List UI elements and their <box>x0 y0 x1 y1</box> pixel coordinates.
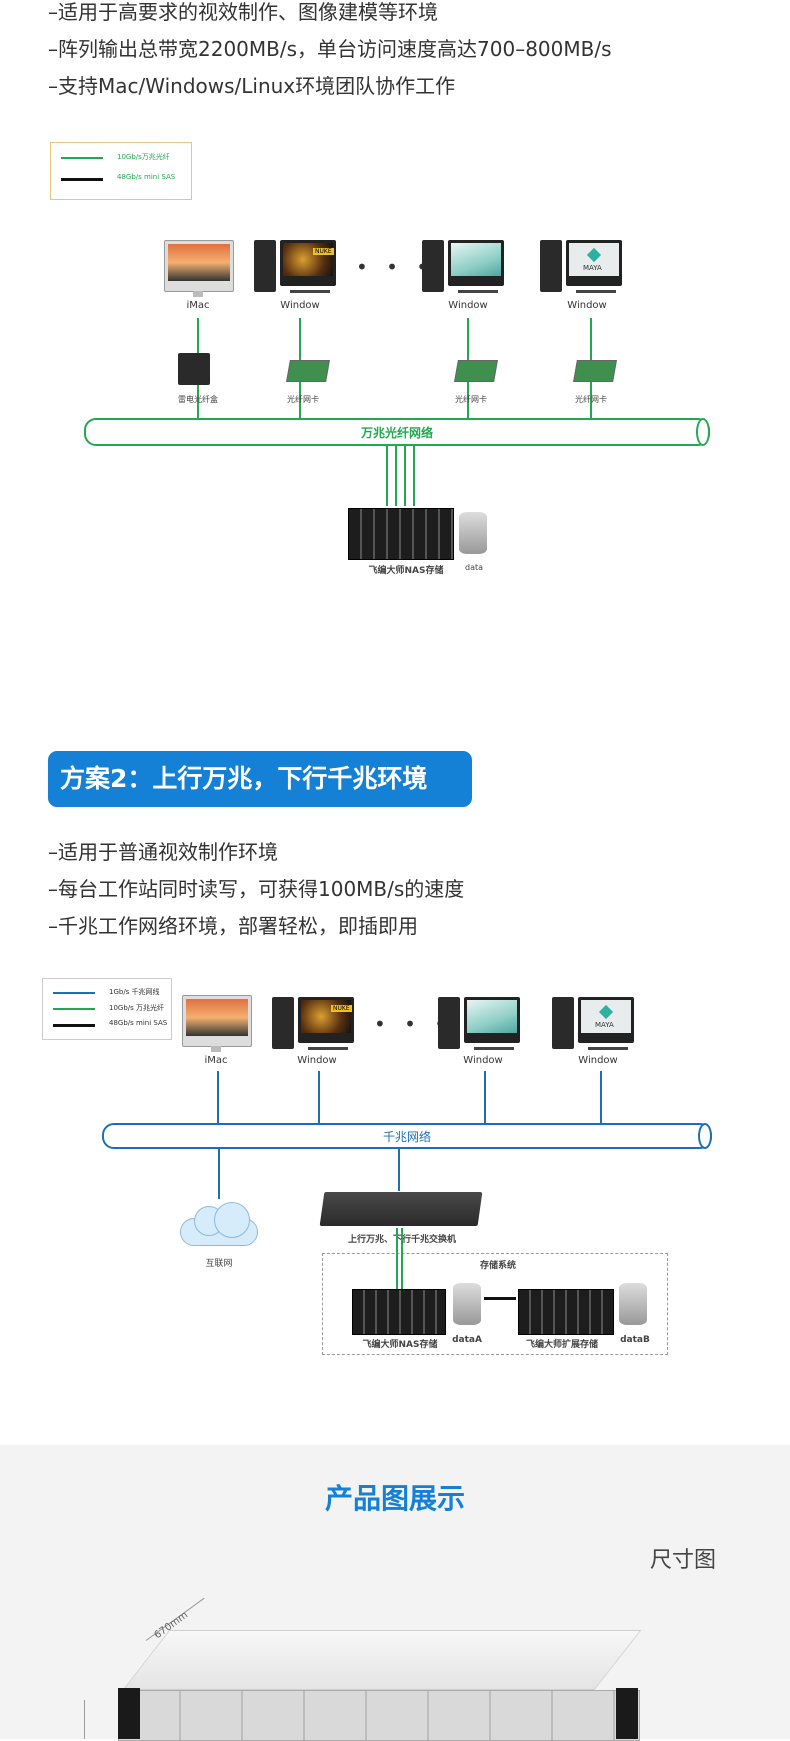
solution-2-badge: 方案2：上行万兆，下行千兆环境 <box>48 751 472 807</box>
legend-gigabit-label: 1Gb/s 千兆网线 <box>109 988 160 996</box>
fiber-network-pipe: 万兆光纤网络 <box>84 418 710 446</box>
monitor-icon <box>448 240 504 286</box>
client-label: Window <box>567 300 607 311</box>
tower-icon <box>552 997 574 1049</box>
gigabit-link <box>318 1071 320 1123</box>
maya-label: MAYA <box>595 1021 614 1029</box>
nas-storage-icon <box>348 508 454 560</box>
network-card-icon <box>454 360 498 382</box>
tower-icon <box>438 997 460 1049</box>
gigabit-link <box>484 1071 486 1123</box>
network-label: 万兆光纤网络 <box>360 426 433 440</box>
database-icon <box>453 1283 481 1325</box>
storage-label: 飞编大师NAS存储 <box>368 566 444 576</box>
rack-ear-left <box>118 1688 140 1739</box>
client-label: Window <box>297 1055 337 1066</box>
database-icon <box>619 1283 647 1325</box>
rack-ear-right <box>616 1688 638 1739</box>
cloud-icon <box>180 1202 258 1246</box>
tower-icon <box>540 240 562 292</box>
bullet-1-2: –阵列输出总带宽2200MB/s，单台访问速度高达700–800MB/s <box>48 37 612 61</box>
bullet-2-3: –千兆工作网络环境，部署轻松，即插即用 <box>48 914 418 938</box>
adapter-label: 光纤网卡 <box>575 395 607 404</box>
chassis-front <box>118 1690 640 1741</box>
switch-icon <box>319 1192 483 1226</box>
maya-label: MAYA <box>583 264 602 272</box>
legend-2: 1Gb/s 千兆网线 10Gb/s 万兆光纤 48Gb/s mini SAS <box>42 978 172 1040</box>
expansion-storage-icon <box>518 1289 614 1335</box>
gigabit-link <box>600 1071 602 1123</box>
client-label: Window <box>578 1055 618 1066</box>
tower-icon <box>272 997 294 1049</box>
ellipsis: • • • <box>374 1012 453 1036</box>
product-title: 产品图展示 <box>324 1482 465 1515</box>
bullet-2-1: –适用于普通视效制作环境 <box>48 840 278 864</box>
client-label: iMac <box>204 1055 228 1066</box>
nas-storage-icon <box>352 1289 446 1335</box>
expansion-label: 飞编大师扩展存储 <box>525 1340 599 1350</box>
bullet-1-1: –适用于高要求的视效制作、图像建模等环境 <box>48 0 438 24</box>
legend-1: 10Gb/s万兆光纤 48Gb/s mini SAS <box>50 142 192 200</box>
monitor-icon <box>566 240 622 286</box>
imac-icon <box>182 995 252 1047</box>
network-card-icon <box>573 360 617 382</box>
client-label: Window <box>280 300 320 311</box>
adapter-label: 光纤网卡 <box>287 395 319 404</box>
database-icon <box>459 512 487 554</box>
fiber-link <box>396 1228 398 1290</box>
gigabit-network-pipe: 千兆网络 <box>102 1123 712 1149</box>
chassis-top <box>122 1630 642 1690</box>
thunderbolt-box-icon <box>178 353 210 385</box>
ellipsis: • • • <box>356 255 435 279</box>
gigabit-link <box>218 1149 220 1199</box>
legend-sas-label: 48Gb/s mini SAS <box>117 173 176 181</box>
data-a-label: dataA <box>452 1335 482 1345</box>
monitor-icon <box>280 240 336 286</box>
fiber-link <box>404 446 406 506</box>
fiber-link <box>401 1228 403 1290</box>
sas-link <box>484 1297 516 1300</box>
adapter-label: 光纤网卡 <box>455 395 487 404</box>
client-label: iMac <box>186 300 210 311</box>
bullet-2-2: –每台工作站同时读写，可获得100MB/s的速度 <box>48 877 465 901</box>
data-b-label: dataB <box>620 1335 650 1345</box>
adapter-label: 雷电光纤盒 <box>178 395 218 404</box>
fiber-link <box>413 446 415 506</box>
tower-icon <box>422 240 444 292</box>
monitor-icon <box>464 997 520 1043</box>
nuke-label: NUKE <box>331 1005 352 1012</box>
fiber-link <box>395 446 397 506</box>
internet-label: 互联网 <box>205 1259 233 1269</box>
bullet-1-3: –支持Mac/Windows/Linux环境团队协作工作 <box>48 74 456 98</box>
storage-label: 飞编大师NAS存储 <box>362 1340 438 1350</box>
legend-sas-label: 48Gb/s mini SAS <box>109 1019 168 1027</box>
gigabit-link <box>217 1071 219 1123</box>
client-label: Window <box>448 300 488 311</box>
client-label: Window <box>463 1055 503 1066</box>
nuke-label: NUKE <box>313 248 334 255</box>
storage-system-label: 存储系统 <box>479 1261 517 1271</box>
storage-system-box <box>322 1253 668 1355</box>
height-marker <box>84 1700 85 1739</box>
data-label: data <box>464 563 484 572</box>
size-label: 尺寸图 <box>649 1548 716 1573</box>
tower-icon <box>254 240 276 292</box>
network-card-icon <box>286 360 330 382</box>
gigabit-link <box>398 1149 400 1191</box>
monitor-icon <box>298 997 354 1043</box>
legend-fiber-label: 10Gb/s万兆光纤 <box>117 153 170 161</box>
monitor-icon <box>578 997 634 1043</box>
legend-fiber-label: 10Gb/s 万兆光纤 <box>109 1004 165 1012</box>
network-label: 千兆网络 <box>382 1130 431 1144</box>
imac-icon <box>164 240 234 292</box>
fiber-link <box>386 446 388 506</box>
